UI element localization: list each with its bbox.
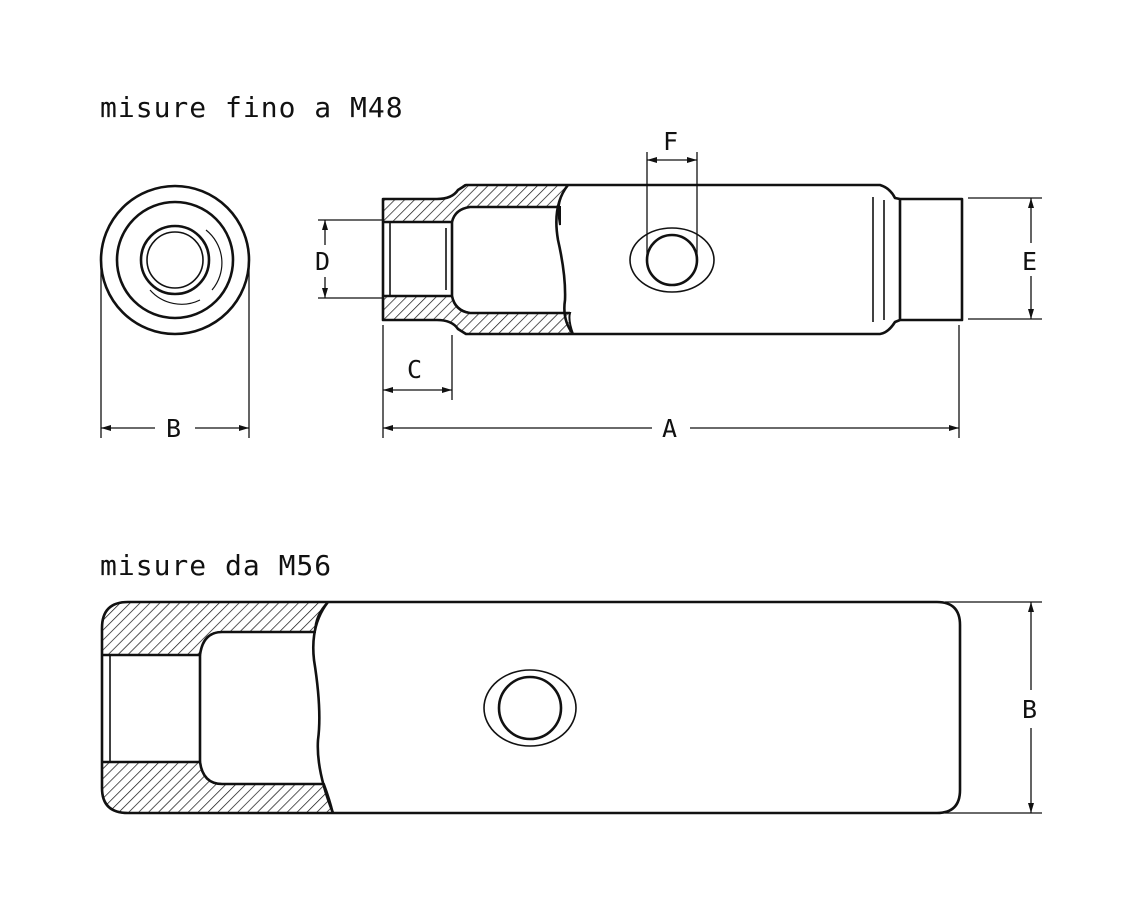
cross-hole-inner-large	[497, 675, 563, 741]
end-view-middle-circle	[115, 200, 235, 320]
break-line-large	[312, 601, 335, 814]
cross-hole-inner	[645, 233, 699, 287]
hatched-wall-top	[382, 184, 571, 226]
side-view-outline	[381, 183, 964, 336]
side-view-bottom	[100, 600, 962, 815]
dimension-c-label: C	[407, 355, 423, 384]
hatched-wall-bottom	[382, 295, 575, 335]
end-view-bore-outer	[139, 224, 211, 296]
section-top-title: misure fino a M48	[100, 91, 404, 124]
dimension-b-label: B	[166, 414, 182, 443]
dimension-c: C	[382, 325, 453, 400]
cavity-bottom-large	[102, 760, 324, 786]
hatched-wall-bottom-large	[101, 761, 335, 814]
dimension-f-label: F	[663, 127, 679, 156]
dimension-f: F	[646, 127, 698, 262]
dimension-b-bottom: B	[945, 601, 1042, 814]
end-view-bore-inner	[146, 231, 204, 289]
dimension-e: E	[968, 197, 1042, 320]
side-view-top	[381, 183, 964, 336]
end-view	[99, 184, 251, 336]
end-view-outer-circle	[99, 184, 251, 336]
cross-hole-outer-large	[483, 669, 577, 747]
dimension-d-label: D	[315, 247, 331, 276]
dimension-e-label: E	[1022, 247, 1038, 276]
section-bottom-title: misure da M56	[100, 549, 332, 582]
cavity-bottom-line	[450, 295, 570, 315]
side-view-outline-large	[100, 600, 962, 815]
dimension-d: D	[315, 219, 382, 299]
end-view-thread-arc-1	[205, 229, 223, 291]
dimension-b-bottom-label: B	[1022, 695, 1038, 724]
dimension-b-top: B	[100, 268, 250, 443]
hatched-wall-top-large	[101, 601, 331, 656]
dimension-a: A	[382, 325, 960, 443]
cavity-top-large	[102, 630, 315, 657]
cavity-top-line	[450, 205, 560, 223]
dimension-a-label: A	[662, 414, 678, 443]
break-line	[555, 184, 575, 335]
cross-hole-outer	[629, 227, 715, 293]
end-view-thread-arc-2	[149, 289, 201, 305]
